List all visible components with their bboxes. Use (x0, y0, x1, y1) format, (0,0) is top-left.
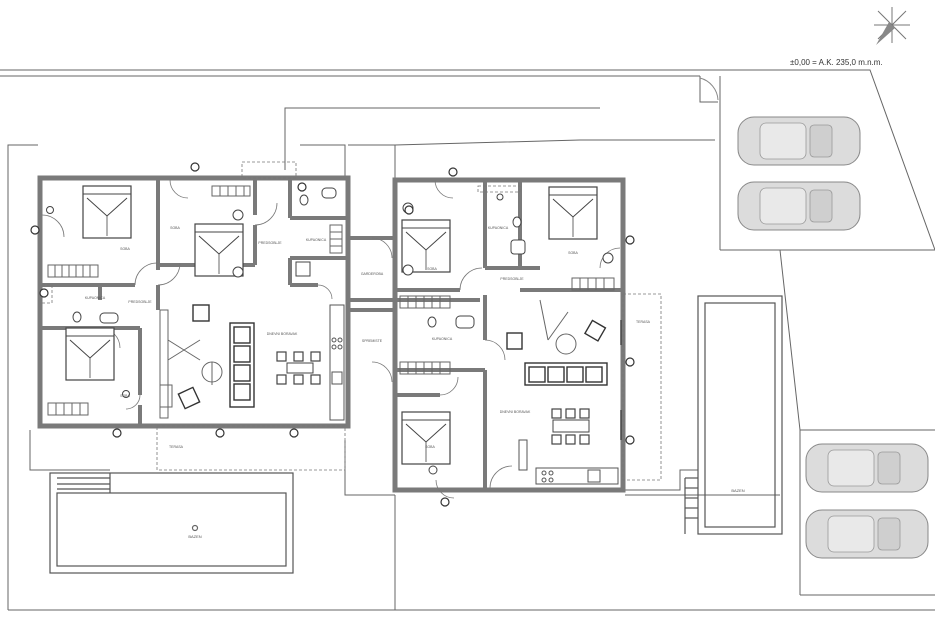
svg-text:SOBA: SOBA (425, 445, 435, 449)
left-house: SOBA SOBA PREDSOBLJE KUPAONICA KUPAONICA… (30, 161, 351, 471)
svg-text:PREDSOBLJE: PREDSOBLJE (258, 241, 282, 245)
svg-text:SOBA: SOBA (120, 247, 130, 251)
pool-left: BAZEN (49, 472, 294, 574)
svg-text:DNEVNI BORAVAK: DNEVNI BORAVAK (500, 410, 531, 414)
svg-text:BAZEN: BAZEN (731, 488, 744, 493)
svg-text:TERASA: TERASA (636, 320, 651, 324)
svg-text:DNEVNI BORAVAK: DNEVNI BORAVAK (267, 332, 298, 336)
svg-text:SPREMISTE: SPREMISTE (362, 339, 383, 343)
svg-text:KUPAONICA: KUPAONICA (85, 296, 106, 300)
svg-text:GARDEROBA: GARDEROBA (361, 272, 384, 276)
svg-text:KUPAONICA: KUPAONICA (488, 226, 509, 230)
svg-text:PREDSOBLJE: PREDSOBLJE (500, 277, 524, 281)
svg-text:BAZEN: BAZEN (188, 534, 201, 539)
svg-text:SOBA: SOBA (170, 226, 180, 230)
svg-text:SOBA: SOBA (120, 394, 130, 398)
connector (350, 236, 393, 383)
svg-text:SOBA: SOBA (427, 267, 437, 271)
svg-text:SOBA: SOBA (568, 251, 578, 255)
svg-text:KUPAONICA: KUPAONICA (306, 238, 327, 242)
svg-text:KUPAONICA: KUPAONICA (432, 337, 453, 341)
right-house: SOBA KUPAONICA SOBA PREDSOBLJE KUPAONICA… (392, 167, 662, 507)
svg-text:PREDSOBLJE: PREDSOBLJE (128, 300, 152, 304)
parked-car-icon (737, 116, 929, 559)
level-note: ±0,00 = A.K. 235,0 m.n.m. (790, 58, 883, 67)
pool-right: BAZEN (684, 295, 783, 535)
site-boundary (0, 69, 935, 611)
compass-star-icon (874, 7, 910, 45)
svg-text:TERASA: TERASA (169, 445, 184, 449)
